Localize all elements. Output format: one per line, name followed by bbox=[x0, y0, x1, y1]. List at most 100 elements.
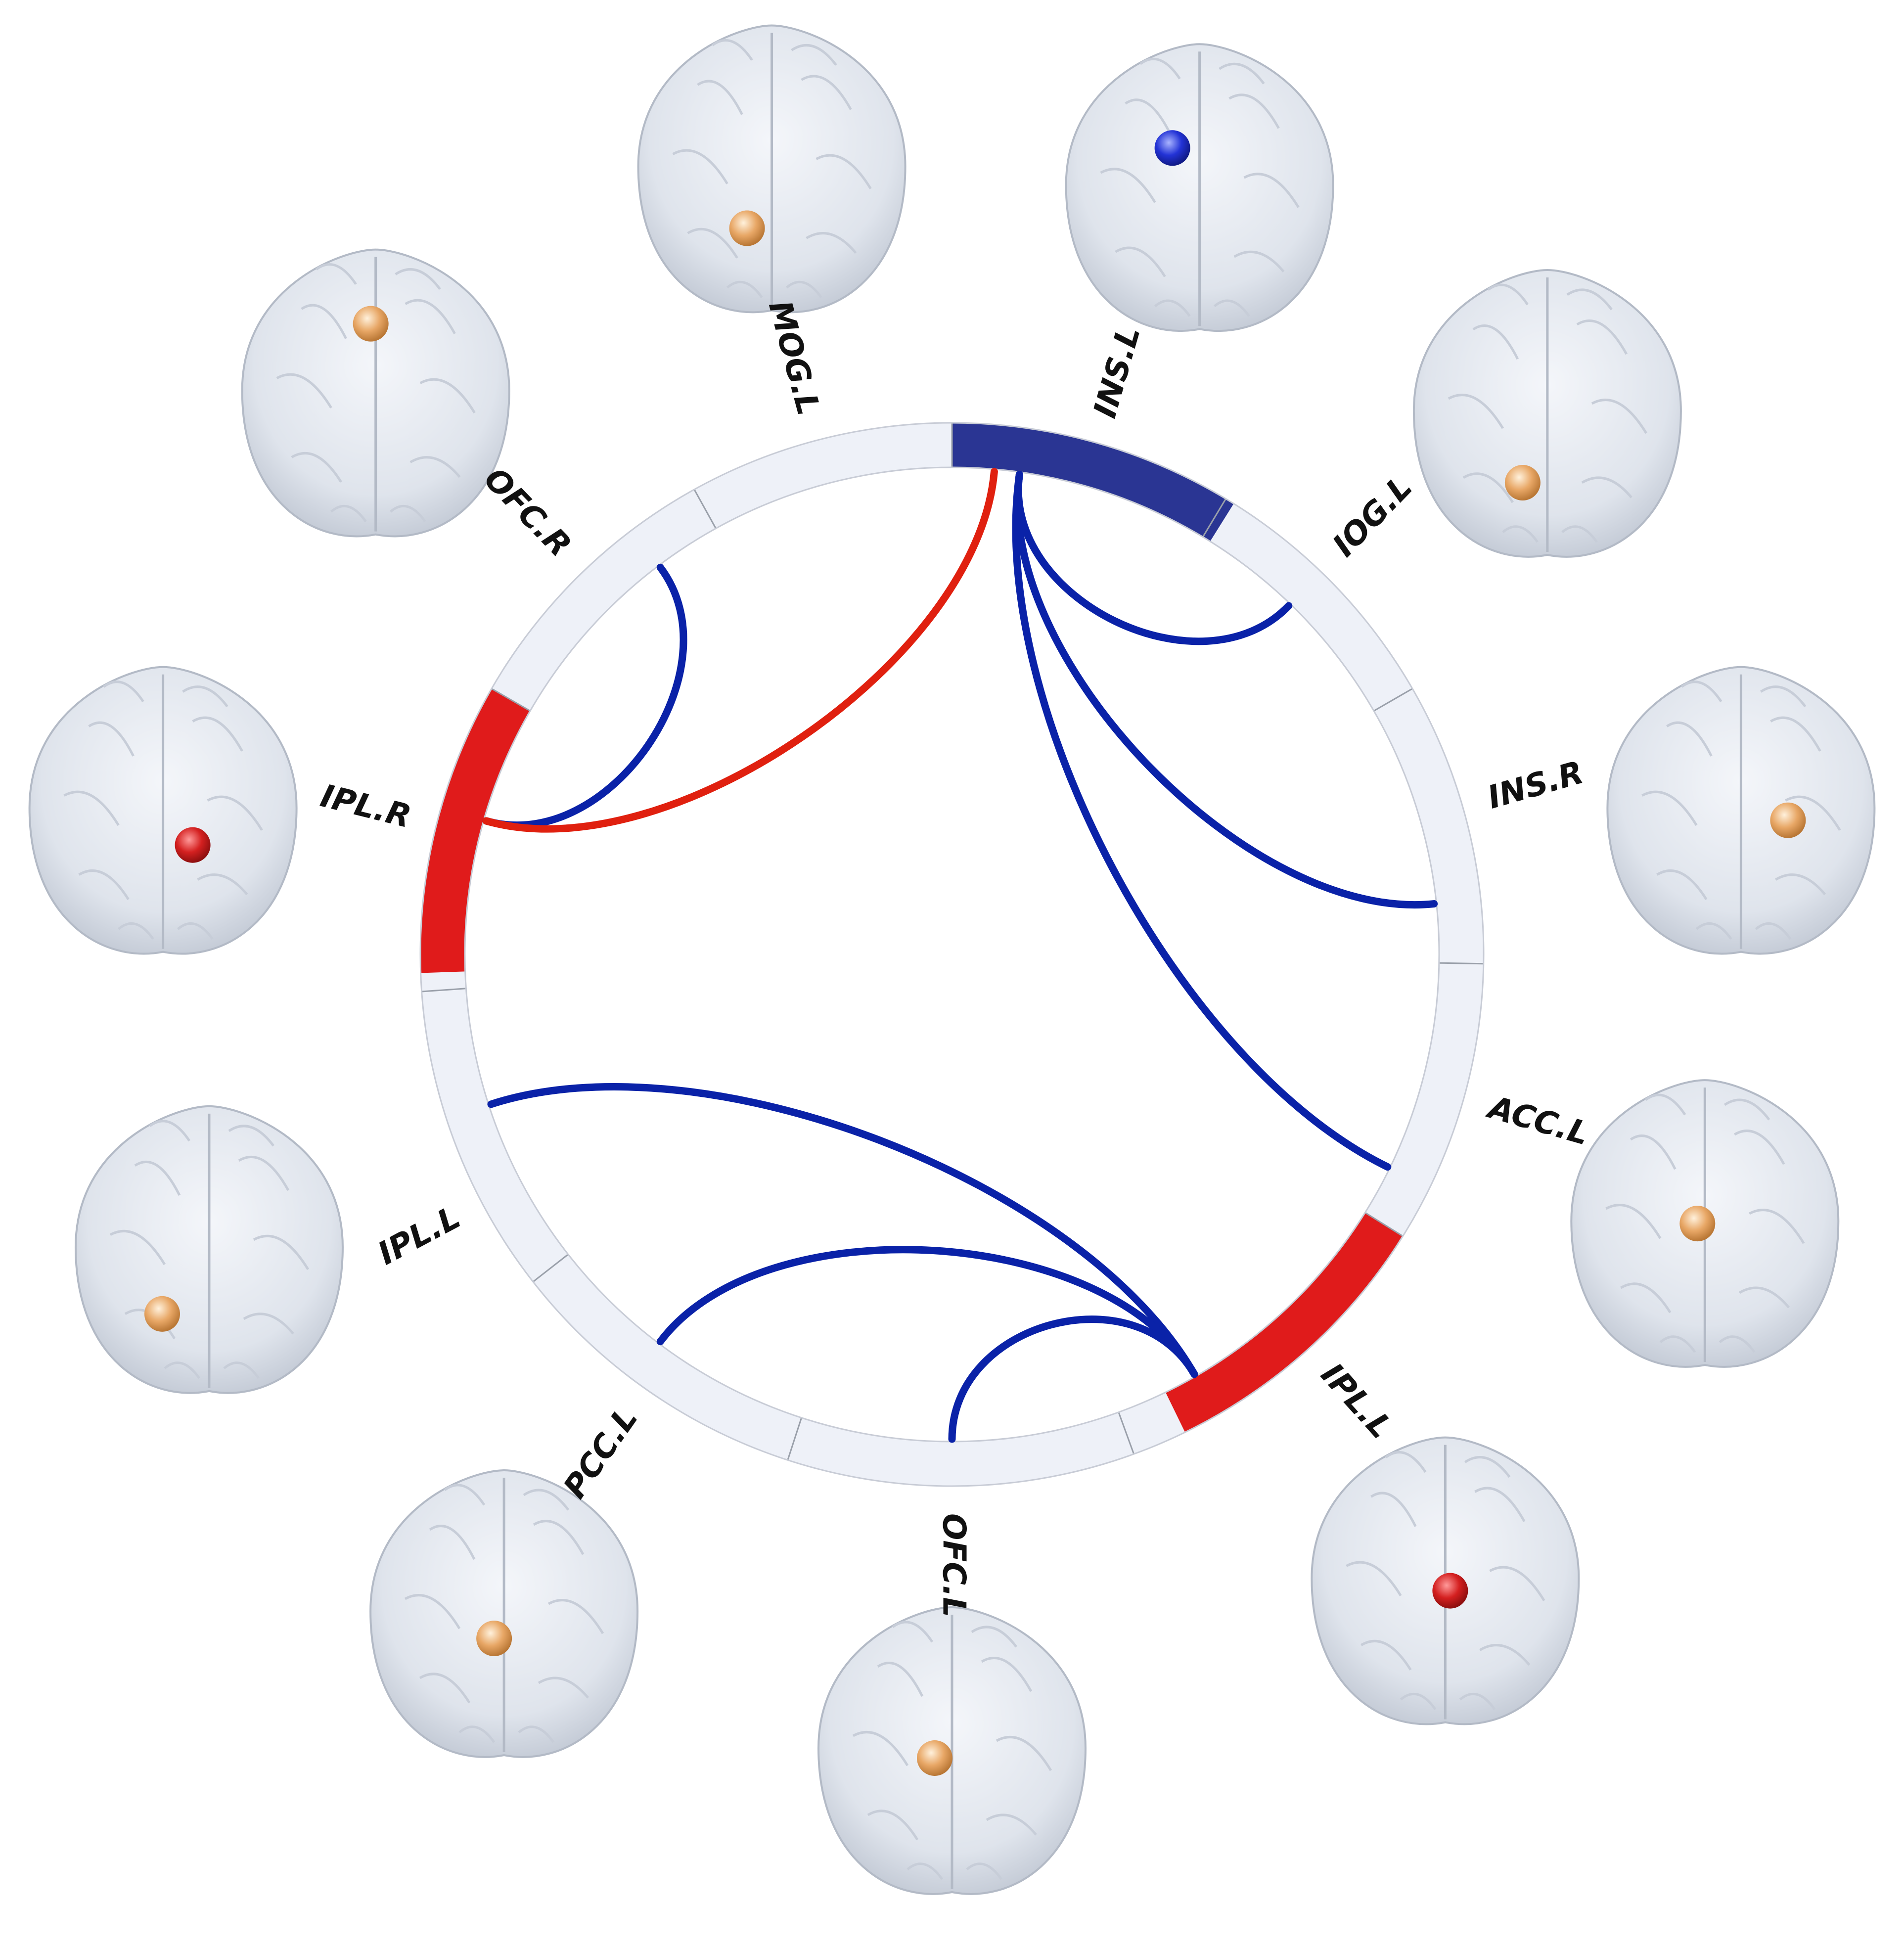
brain-sulcus bbox=[1723, 1098, 1770, 1121]
brain-sulcus bbox=[712, 39, 753, 61]
region-marker-ipl_l bbox=[144, 1296, 180, 1332]
brain-sulcus bbox=[429, 1525, 476, 1560]
brain-sulcus bbox=[238, 1155, 290, 1191]
ring-segment-ipl_r[interactable] bbox=[420, 688, 530, 973]
brain-thumbnail-ins_r bbox=[1606, 666, 1876, 955]
brain-sulcus bbox=[1644, 1093, 1686, 1116]
brain-sulcus bbox=[395, 268, 441, 290]
brain-sulcus bbox=[687, 227, 738, 259]
brain-sulcus bbox=[867, 1810, 919, 1841]
brain-thumbnail-ipl_l bbox=[74, 1105, 344, 1394]
brain-sulcus bbox=[547, 1599, 604, 1634]
brain-sulcus bbox=[243, 1313, 294, 1335]
brain-sulcus bbox=[1760, 685, 1807, 708]
brain-sulcus bbox=[1154, 299, 1191, 317]
node-label-ins_l: INS.L bbox=[1087, 322, 1148, 422]
brain-sulcus bbox=[1385, 1451, 1427, 1473]
brain-sulcus bbox=[1462, 472, 1514, 503]
brain-sulcus bbox=[1770, 716, 1821, 752]
brain-sulcus bbox=[791, 44, 837, 66]
brain-thumbnails bbox=[28, 24, 1876, 1895]
brain-thumbnail-mog_l bbox=[637, 24, 907, 314]
connection-ins_l-iog_l[interactable] bbox=[1014, 471, 1293, 645]
brain-sulcus bbox=[1656, 869, 1708, 901]
brain-sulcus bbox=[1502, 525, 1539, 543]
brain-sulcus bbox=[291, 452, 342, 483]
brain-sulcus bbox=[1755, 922, 1792, 940]
brain-sulcus bbox=[1459, 1692, 1496, 1711]
connection-ins_l-acc_l[interactable] bbox=[1012, 471, 1392, 1171]
brain-sulcus bbox=[103, 680, 144, 703]
brain-sulcus bbox=[518, 1725, 555, 1743]
brain-sulcus bbox=[996, 1736, 1052, 1771]
brain-sulcus bbox=[109, 1229, 166, 1266]
region-marker-ofc_l bbox=[917, 1740, 952, 1776]
brain-sulcus bbox=[1474, 1487, 1526, 1522]
brain-sulcus bbox=[404, 1594, 461, 1630]
brain-sulcus bbox=[1464, 1456, 1511, 1478]
brain-thumbnail-ins_l bbox=[1065, 43, 1334, 332]
brain-sulcus bbox=[134, 1160, 181, 1196]
brain-sulcus bbox=[1734, 1130, 1785, 1165]
brain-sulcus bbox=[1695, 922, 1732, 940]
connection-mog_l-ipl_r[interactable] bbox=[482, 468, 998, 833]
node-label-iog_l: IOG.L bbox=[1326, 469, 1419, 564]
brain-sulcus bbox=[1219, 62, 1265, 85]
region-marker-ofc_r bbox=[353, 306, 389, 342]
brain-sulcus bbox=[1605, 1204, 1662, 1239]
segment-separator bbox=[1202, 498, 1226, 538]
region-marker-ins_r bbox=[1770, 802, 1806, 838]
brain-sulcus bbox=[405, 299, 456, 334]
brain-sulcus bbox=[1576, 319, 1628, 355]
brain-sulcus bbox=[197, 873, 248, 896]
brain-sulcus bbox=[1775, 873, 1826, 896]
brain-sulcus bbox=[1630, 1134, 1677, 1170]
brain-sulcus bbox=[806, 232, 857, 254]
region-marker-ins_l bbox=[1154, 130, 1190, 166]
node-label-ipl_l: IPL.L bbox=[372, 1199, 466, 1272]
brain-sulcus bbox=[981, 1657, 1033, 1692]
connections bbox=[482, 468, 1438, 1443]
brain-sulcus bbox=[1472, 324, 1519, 360]
region-marker-ipl_r bbox=[175, 827, 211, 863]
connection-ofc_l-ipl_l2[interactable] bbox=[948, 1315, 1198, 1443]
brain-sulcus bbox=[63, 790, 120, 826]
brain-sulcus bbox=[726, 280, 763, 298]
connection-ipl_l-ipl_l2[interactable] bbox=[487, 1083, 1198, 1378]
brain-sulcus bbox=[1785, 795, 1841, 831]
brain-sulcus bbox=[330, 504, 367, 523]
connection-ofc_r-ipl_r[interactable] bbox=[482, 563, 687, 829]
brain-thumbnail-ipl_r bbox=[28, 666, 298, 955]
connection-ins_l-ins_r[interactable] bbox=[1014, 471, 1438, 908]
brain-sulcus bbox=[149, 1120, 191, 1142]
brain-sulcus bbox=[1360, 1639, 1412, 1671]
brain-sulcus bbox=[78, 869, 130, 901]
node-label-ipl_l2: IPL.L bbox=[1314, 1357, 1399, 1446]
ring-segment-ins_l[interactable] bbox=[952, 423, 1234, 542]
ring-segment-ipl_l2[interactable] bbox=[1165, 1212, 1403, 1433]
brain-sulcus bbox=[907, 1862, 944, 1880]
ring-inner-edge bbox=[464, 466, 1440, 1443]
brain-sulcus bbox=[971, 1626, 1017, 1648]
brain-sulcus bbox=[419, 1673, 471, 1704]
connection-pcc_l-ipl_l2[interactable] bbox=[656, 1246, 1198, 1378]
brain-sulcus bbox=[1125, 98, 1171, 134]
brain-thumbnail-acc_l bbox=[1570, 1079, 1840, 1368]
brain-sulcus bbox=[672, 149, 728, 184]
node-label-ins_r: INS.R bbox=[1484, 754, 1587, 816]
brain-sulcus bbox=[409, 456, 461, 478]
brain-sulcus bbox=[1659, 1335, 1696, 1353]
region-marker-pcc_l bbox=[476, 1621, 512, 1657]
brain-sulcus bbox=[1370, 1492, 1417, 1527]
segment-separator bbox=[1364, 1212, 1404, 1237]
segment-separator bbox=[787, 1417, 803, 1460]
brain-sulcus bbox=[1346, 1561, 1402, 1596]
brain-thumbnail-iog_l bbox=[1412, 269, 1682, 558]
brain-thumbnail-ipl_l2 bbox=[1311, 1436, 1580, 1725]
node-label-ofc_l: OFC.L bbox=[935, 1513, 972, 1617]
ring-outer-edge bbox=[419, 422, 1485, 1487]
brain-sulcus bbox=[1591, 399, 1648, 434]
region-marker-iog_l bbox=[1504, 465, 1541, 501]
brain-sulcus bbox=[892, 1621, 934, 1643]
